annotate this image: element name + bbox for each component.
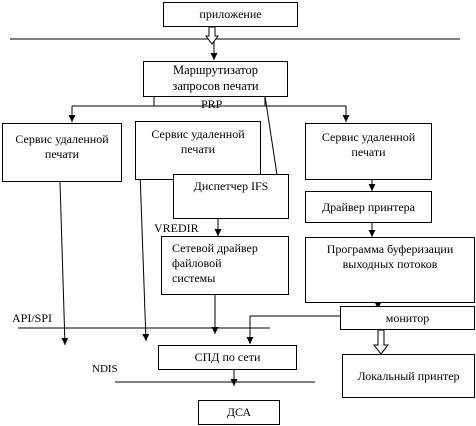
app-box: приложение xyxy=(163,2,298,27)
net-fs-driver-box: Сетевой драйвер файловой системы xyxy=(161,236,289,295)
router-to-ifs-arrow xyxy=(264,95,282,189)
remote-right-box: Сервис удаленной печати xyxy=(305,123,432,180)
local-printer-box: Локальный принтер xyxy=(342,354,475,398)
printer-driver-box: Драйвер принтера xyxy=(305,191,432,223)
remote-mid-down-arrow xyxy=(139,171,150,342)
router-box: Маршрутизатор запросов печати xyxy=(143,61,288,97)
net-tp-box: СПД по сети xyxy=(158,345,297,370)
dca-box: ДСА xyxy=(198,400,280,425)
vredir-label: VREDIR xyxy=(154,221,199,235)
remote-left-box: Сервис удаленной печати xyxy=(2,123,122,182)
spooler-box: Программа буферизации выходных потоков xyxy=(305,237,475,303)
monitor-box: монитор xyxy=(340,306,475,330)
api-spi-label: API/SPI xyxy=(12,311,53,325)
remote-left-down-arrow xyxy=(59,181,69,346)
ndis-label: NDIS xyxy=(92,363,118,375)
remote-mid-box: Сервис удаленной печати xyxy=(135,121,261,180)
ifs-dispatcher-box: Диспетчер IFS xyxy=(173,174,289,219)
prp-label: PRP xyxy=(201,97,223,111)
app-output-hollow-arrow xyxy=(205,26,219,45)
monitor-to-printer-hollow-arrow xyxy=(372,329,390,355)
